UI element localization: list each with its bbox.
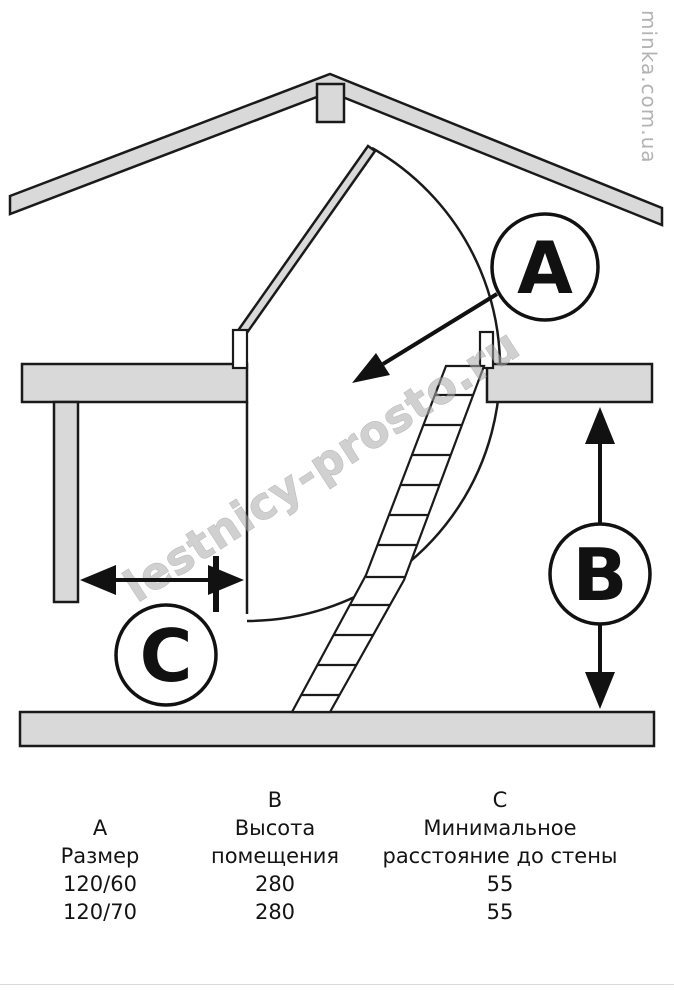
table-cell-r3-c1: 280 [254,872,296,896]
table-cell-r0-c1: B [267,788,283,812]
roof [8,72,664,227]
watermark-vertical-text: minka.com.ua [637,10,661,164]
page-divider [0,984,674,985]
ceiling-left [20,362,249,404]
ladder [290,364,486,714]
dimension-c-label: C [140,614,193,698]
table-cell-r0-c0 [0,786,200,814]
dimension-a-label: A [517,226,573,310]
table-cell-r1-c2: Минимальное [423,816,577,840]
dimension-c-circle [114,603,218,707]
floor [18,710,656,748]
dimension-b-arrowhead-bottom [585,672,615,709]
table-cell-r4-c0: 120/70 [63,900,137,924]
swing-arc [246,146,502,623]
hatch-lid [235,144,377,339]
house-section-diagram: lestnicy-prosto.ru minka.com.ua A B C [8,10,664,748]
hatch-trim-left [231,328,249,370]
table-cell-r2-c2: расстояние до стены [382,844,618,868]
dimension-a-pointer-line [381,292,499,366]
dimension-b-circle [548,522,652,626]
table-cell-r2-c0: Размер [60,844,140,868]
hatch-trim-right [478,330,495,370]
table-cell-r3-c0: 120/60 [63,872,137,896]
table-cell-r1-c0: A [92,816,108,840]
ladder-rungs [301,393,473,697]
dimension-a-circle [490,212,600,322]
table-cell-r4-c1: 280 [254,900,296,924]
table-cell-r1-c1: Высота [234,816,316,840]
dimension-c-arrowhead-left [80,565,116,595]
dimension-b-arrowhead-top [585,407,615,444]
dimension-b-label: B [573,533,628,617]
wall-left [52,400,80,604]
table-cell-r0-c2: C [492,788,508,812]
dimension-a-arrowhead [352,353,390,383]
dimensions-table: B C A Высота Минимальное Размер помещени… [0,786,674,926]
table-cell-r3-c2: 55 [486,872,514,896]
ridge-vent [315,82,346,124]
table-cell-r4-c2: 55 [486,900,514,924]
table-cell-r2-c1: помещения [210,844,340,868]
ceiling-right [485,362,654,404]
